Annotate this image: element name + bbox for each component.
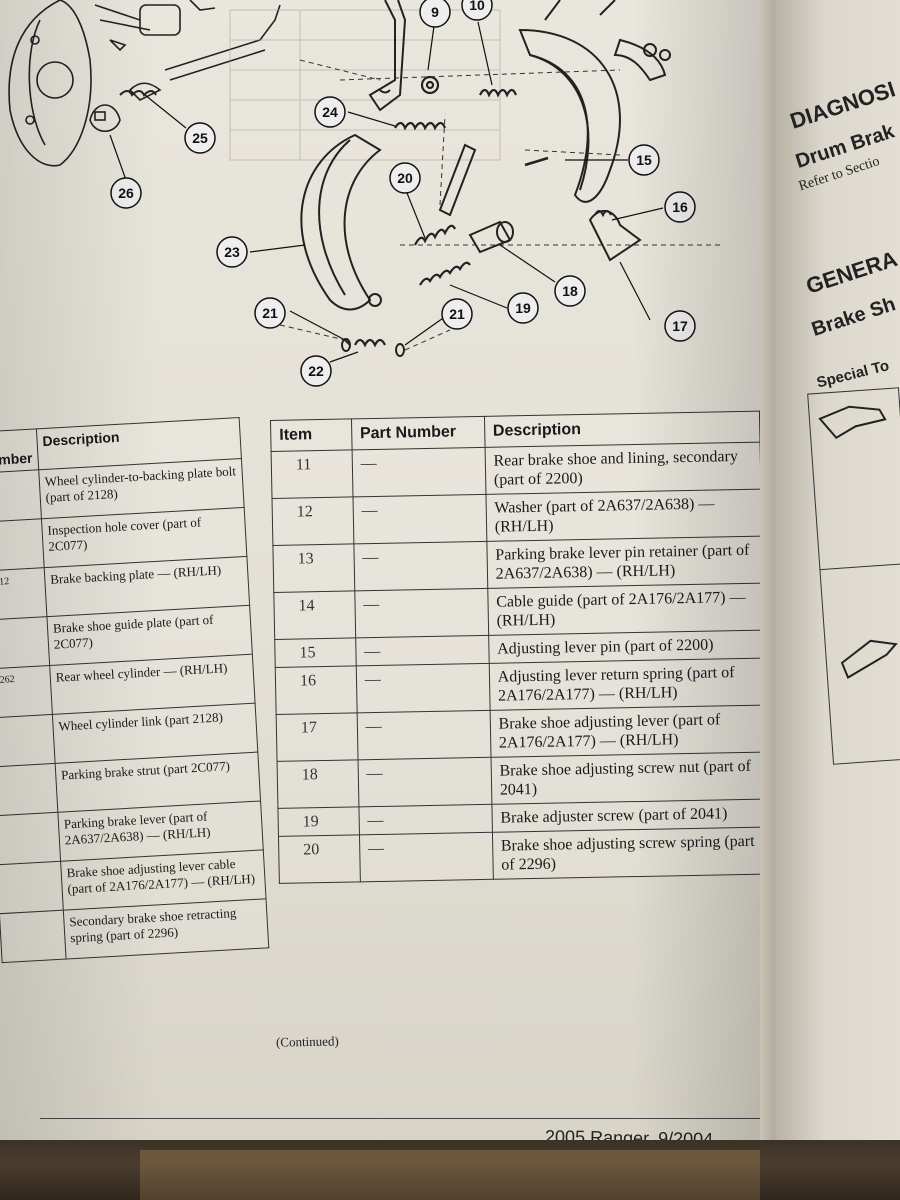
continued-note: (Continued) — [275, 1033, 339, 1050]
callout-leaders — [109, 21, 664, 363]
adjuster-screw-drawing — [341, 143, 642, 357]
cell-part: — — [356, 710, 491, 760]
callout-25: 25 — [184, 122, 216, 154]
svg-text:18: 18 — [562, 283, 578, 299]
cell-description: Brake shoe adjusting screw nut (part of … — [490, 752, 767, 805]
cell-part: /2262 — [0, 665, 53, 719]
wheel-cylinder-link-drawing — [368, 0, 407, 112]
svg-text:19: 19 — [515, 300, 531, 316]
cell-description: Adjusting lever return spring (part of 2… — [488, 658, 766, 711]
facing-tools-box — [807, 387, 900, 765]
dashed-guide-lines — [279, 59, 720, 351]
callout-19: 19 — [507, 292, 539, 324]
callout-26: 26 — [110, 177, 142, 209]
svg-text:21: 21 — [262, 305, 278, 321]
svg-text:23: 23 — [224, 244, 240, 260]
cell-part: — — [354, 588, 489, 638]
cell-part: — — [355, 663, 490, 713]
cell-part — [0, 714, 56, 767]
page-footer: 2005 Ranger, 9/2004 — [544, 1126, 714, 1140]
cell-description: Parking brake lever pin retainer (part o… — [486, 536, 763, 589]
callout-21b: 21 — [441, 298, 473, 330]
cell-item: 12 — [272, 496, 354, 546]
facing-heading-general: GENERA — [803, 245, 900, 299]
cell-description: Washer (part of 2A637/2A638) — (RH/LH) — [485, 489, 762, 542]
cell-item: 18 — [277, 759, 359, 809]
springs-drawing — [354, 75, 549, 348]
cell-description: Secondary brake shoe retracting spring (… — [63, 898, 269, 960]
svg-text:9: 9 — [431, 4, 439, 20]
cell-item: 20 — [278, 834, 361, 884]
cell-item: 14 — [273, 590, 356, 640]
cell-part — [0, 616, 50, 670]
svg-text:20: 20 — [397, 170, 413, 186]
cell-item: 13 — [272, 543, 355, 593]
callout-15: 15 — [628, 144, 660, 176]
cell-item: 19 — [277, 806, 360, 837]
cell-part: — — [355, 635, 489, 666]
cell-part: — — [359, 832, 494, 882]
cell-part — [0, 861, 64, 914]
cell-part: — — [357, 757, 492, 807]
cell-part — [0, 763, 58, 816]
svg-text:15: 15 — [636, 152, 652, 168]
svg-text:21: 21 — [449, 306, 465, 322]
callout-22: 22 — [300, 355, 332, 387]
cell-description: Cable guide (part of 2A176/2A177) — (RH/… — [487, 583, 764, 636]
callout-9: 9 — [419, 0, 451, 28]
cell-part: — — [351, 447, 486, 497]
cell-item: 16 — [275, 665, 357, 715]
table-row: 20—Brake shoe adjusting screw spring (pa… — [278, 827, 769, 884]
parts-table-left: art Number Description Wheel cylinder-to… — [0, 417, 270, 964]
brake-shoe-left-drawing — [300, 133, 382, 311]
svg-text:16: 16 — [672, 199, 688, 215]
facing-heading-brake-shoe: Brake Sh — [809, 293, 899, 341]
callout-24: 24 — [314, 96, 346, 128]
svg-text:17: 17 — [672, 318, 688, 334]
cell-part: — — [353, 541, 488, 591]
brake-shoe-right-drawing — [518, 0, 671, 203]
cell-item: 15 — [274, 637, 356, 668]
facing-page: DIAGNOSI Drum Brak Refer to Sectio GENER… — [775, 0, 900, 1200]
callout-21a: 21 — [254, 297, 286, 329]
column-header-part-number: art Number — [0, 428, 39, 474]
footer-divider — [40, 1118, 770, 1119]
cell-part: — — [352, 494, 487, 544]
cell-part — [0, 469, 42, 523]
svg-text:24: 24 — [322, 104, 338, 120]
svg-text:25: 25 — [192, 130, 208, 146]
cell-description: Rear brake shoe and lining, secondary (p… — [484, 442, 761, 495]
callout-17: 17 — [664, 310, 696, 342]
svg-text:10: 10 — [469, 0, 485, 13]
bg-faint-table — [229, 9, 501, 161]
cell-description: Brake shoe adjusting lever (part of 2A17… — [489, 705, 766, 758]
callouts: 9 10 15 16 17 18 19 20 21 21 22 23 24 25… — [110, 0, 696, 387]
column-header-item: Item — [270, 418, 352, 452]
parking-lever-drawing — [119, 0, 281, 101]
callout-20: 20 — [389, 162, 421, 194]
facing-tool-icons — [818, 405, 898, 679]
cell-part: /2212 — [0, 567, 47, 621]
callout-10: 10 — [461, 0, 493, 21]
backing-plate-drawing — [8, 0, 181, 167]
facing-heading-special-tools: Special To — [815, 357, 891, 392]
cell-part — [0, 910, 66, 963]
cell-description: Brake shoe adjusting screw spring (part … — [492, 827, 769, 880]
manual-page: 9 10 15 16 17 18 19 20 21 21 22 23 24 25… — [0, 0, 790, 1140]
callout-23: 23 — [216, 236, 248, 268]
cell-part — [0, 518, 45, 572]
wood-edge — [140, 1150, 760, 1200]
cell-item: 11 — [271, 449, 353, 499]
callout-16: 16 — [664, 191, 696, 223]
parts-table-right: Item Part Number Description 11—Rear bra… — [270, 410, 769, 884]
callout-18: 18 — [554, 275, 586, 307]
svg-text:22: 22 — [308, 363, 324, 379]
cell-item: 17 — [276, 712, 358, 762]
cell-part — [0, 812, 61, 865]
cell-part: — — [358, 804, 493, 835]
column-header-part-number: Part Number — [351, 416, 485, 450]
svg-text:26: 26 — [118, 185, 134, 201]
drum-brake-exploded-diagram: 9 10 15 16 17 18 19 20 21 21 22 23 24 25… — [8, 0, 720, 387]
